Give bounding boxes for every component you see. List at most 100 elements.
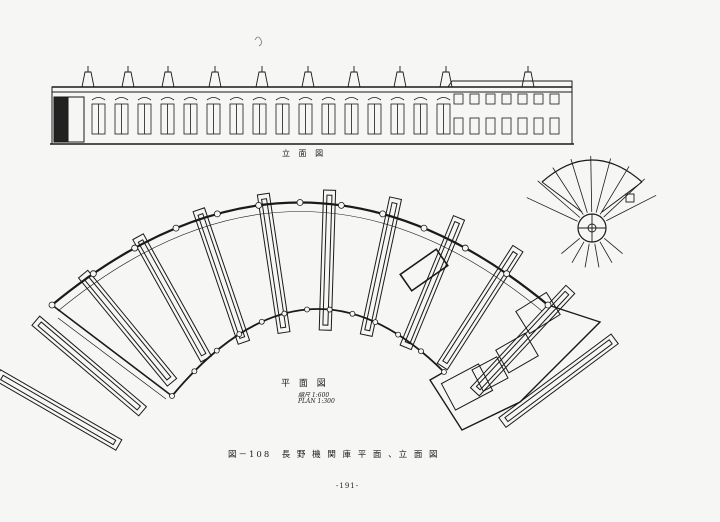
roof-vent (161, 71, 175, 88)
inspection-pit (498, 333, 619, 429)
figure-caption: 図－108 長 野 機 関 庫 平 面 、立 面 図 (228, 450, 440, 460)
window-arch (321, 97, 336, 101)
pit-inner (137, 239, 207, 357)
inner-column (304, 306, 310, 313)
scale-note-secondary: PLAN 1:300 (298, 398, 335, 405)
key-plan-diagram (541, 159, 643, 243)
key-ray (590, 156, 593, 213)
roof-vent (121, 71, 135, 88)
pit-inner (442, 250, 518, 365)
upper-window (469, 93, 480, 105)
inspection-pit (77, 269, 178, 387)
inner-column (372, 319, 379, 326)
roof-vent (439, 71, 453, 88)
key-ray (561, 237, 581, 255)
roof-vent (208, 71, 222, 88)
outer-column (544, 301, 552, 309)
pit-inner (0, 374, 117, 446)
roof-vent (393, 71, 407, 88)
key-ray (599, 166, 630, 215)
inspection-pit (256, 192, 291, 334)
inner-column (191, 368, 198, 375)
upper-window (501, 93, 512, 105)
outer-column (131, 244, 139, 252)
inner-column (395, 331, 402, 338)
outer-column (461, 244, 469, 252)
key-ray (603, 178, 645, 218)
pit-inner (504, 339, 613, 423)
pit-outline (31, 315, 148, 417)
pit-inner (364, 201, 398, 332)
window-arch (298, 97, 313, 101)
lower-window (533, 117, 544, 135)
key-ray (599, 241, 613, 263)
inner-column (169, 393, 175, 399)
inspection-pit (31, 315, 148, 417)
lower-window (549, 117, 560, 135)
inner-column (258, 318, 265, 325)
key-ray (584, 243, 590, 268)
window-arch (160, 97, 175, 101)
window-arch (275, 97, 290, 101)
lower-window (501, 117, 512, 135)
elevation-title: 立 面 図 (282, 149, 327, 158)
elevation-view (50, 80, 574, 145)
upper-window (517, 93, 528, 105)
pit-outline (399, 214, 466, 351)
inner-column (441, 369, 447, 375)
roof-vent (255, 71, 269, 88)
scale-note: 縮尺 1:600 (298, 392, 330, 399)
pit-outline (77, 269, 178, 387)
inner-column (326, 306, 333, 313)
outer-column (89, 270, 97, 278)
inner-column (418, 348, 424, 355)
lower-window (453, 117, 464, 135)
pit-outline (469, 284, 576, 397)
outer-column (420, 224, 428, 232)
inspection-pit (469, 284, 576, 397)
pit-outline (436, 244, 524, 371)
pit-inner (37, 321, 142, 411)
key-ray (526, 197, 578, 222)
elevation-windows (91, 93, 560, 135)
window-arch (183, 97, 198, 101)
key-ray (603, 237, 623, 255)
lower-window (469, 117, 480, 135)
outer-column (379, 210, 387, 218)
pit-outline (0, 369, 123, 451)
lower-window (485, 117, 496, 135)
pit-inner (322, 194, 333, 326)
pit-inner (83, 275, 172, 381)
pit-outline (318, 189, 337, 331)
lower-window (517, 117, 528, 135)
page-number: -191- (336, 482, 360, 490)
key-ray (606, 194, 657, 222)
inner-column (281, 310, 288, 317)
window-arch (413, 97, 428, 101)
pit-outline (256, 192, 291, 334)
roof-vent (347, 71, 361, 88)
inner-column (236, 331, 243, 338)
window-arch (114, 97, 129, 101)
window-arch (252, 97, 267, 101)
window-arch (137, 97, 152, 101)
plan-column-markers (48, 199, 552, 399)
upper-window (533, 93, 544, 105)
outer-column (172, 224, 180, 232)
pit-outline (498, 333, 619, 429)
roof-vent (301, 71, 315, 88)
key-plan-track-rays (526, 156, 657, 268)
key-ray (537, 180, 581, 218)
pit-outline (192, 207, 251, 345)
key-ray (570, 159, 588, 213)
pit-outline (132, 233, 213, 363)
inspection-pit (0, 369, 123, 451)
inspection-pit (359, 196, 403, 337)
inner-column (213, 347, 220, 354)
outer-column (296, 199, 304, 206)
inner-column (349, 310, 356, 317)
window-arch (390, 97, 405, 101)
window-arch (206, 97, 221, 101)
key-ray (595, 158, 612, 213)
